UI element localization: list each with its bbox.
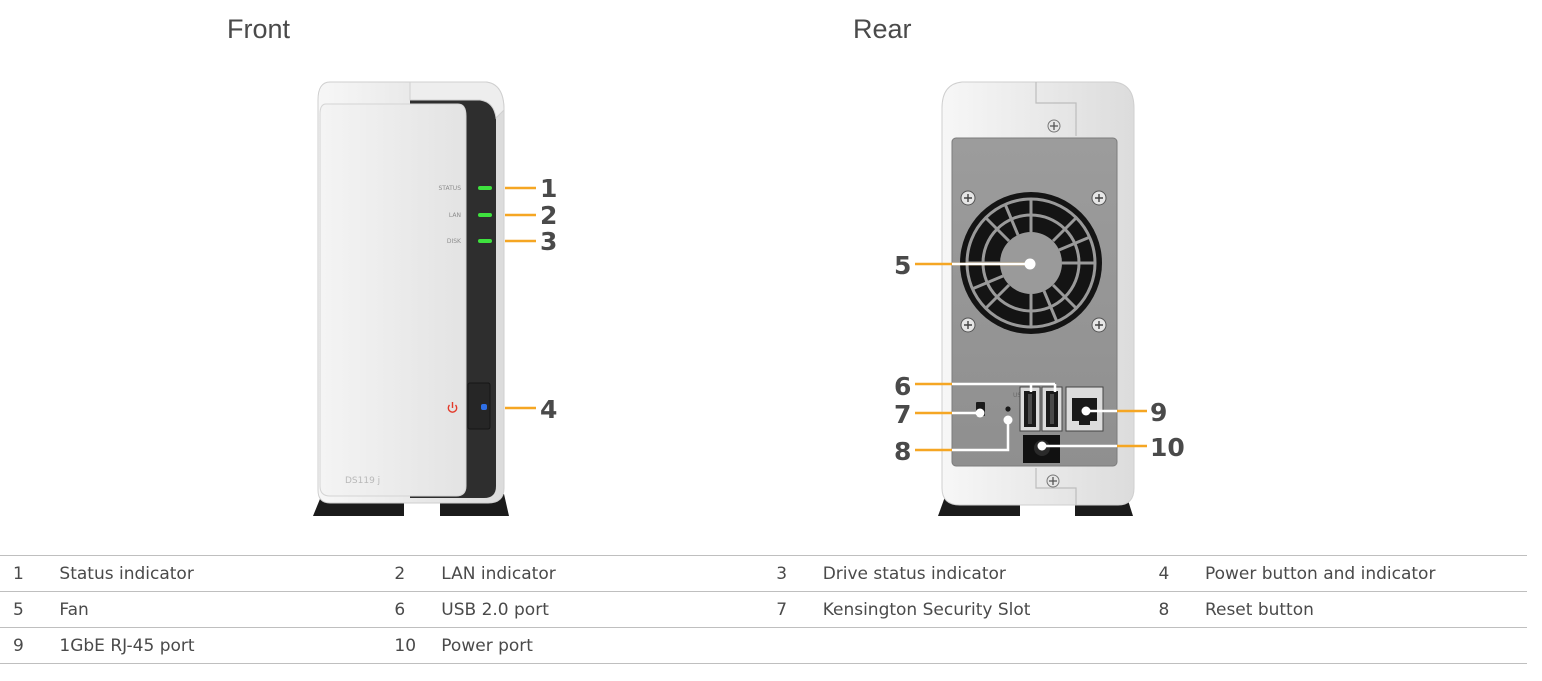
- callout-4: 4: [540, 395, 557, 424]
- status-led: [478, 186, 492, 190]
- legend-number: 7: [763, 591, 823, 628]
- rear-view-title: Rear: [853, 14, 912, 44]
- callout-2: 2: [540, 201, 557, 230]
- callout-1: 1: [540, 174, 557, 203]
- legend-label: Power button and indicator: [1204, 555, 1527, 592]
- legend-number: [763, 627, 823, 664]
- legend-label: Kensington Security Slot: [822, 591, 1146, 628]
- front-view-title: Front: [227, 14, 291, 44]
- front-face: [319, 103, 467, 497]
- disk-led-label: DISK: [447, 238, 462, 245]
- callout-9: 9: [1150, 398, 1167, 427]
- callout-7: 7: [894, 400, 911, 429]
- legend-label: USB 2.0 port: [441, 591, 764, 628]
- legend-number: 3: [763, 555, 823, 592]
- legend-label: 1GbE RJ-45 port: [59, 627, 382, 664]
- legend-number: 9: [0, 627, 60, 664]
- callout-dot-9: [1081, 406, 1091, 416]
- usb-port-left: [1019, 386, 1041, 432]
- legend-label: Drive status indicator: [822, 555, 1146, 592]
- legend-number: 8: [1145, 591, 1205, 628]
- legend-number: [1145, 627, 1205, 664]
- rear-seam-bottom: [1035, 468, 1077, 505]
- callout-8: 8: [894, 437, 911, 466]
- front-device: STATUS LAN DISK DS119 j: [313, 81, 509, 516]
- rj45-port: [1065, 386, 1104, 432]
- hardware-diagram: STATUS LAN DISK DS119 j 1 2 3 4: [313, 81, 1185, 516]
- power-button[interactable]: [467, 382, 491, 430]
- legend-label: Power port: [441, 627, 764, 664]
- usb-port-right: [1041, 386, 1063, 432]
- disk-led: [478, 239, 492, 243]
- callout-6: 6: [894, 372, 911, 401]
- model-label: DS119 j: [345, 476, 380, 486]
- fan-screw-tr: [1091, 190, 1107, 206]
- callout-dot-5: [1024, 258, 1036, 270]
- callout-dot-8: [1003, 415, 1013, 425]
- legend-number: 6: [381, 591, 442, 628]
- legend-label: [1204, 627, 1527, 664]
- legend-number: 4: [1145, 555, 1205, 592]
- fan-screw-bl: [960, 317, 976, 333]
- callout-3: 3: [540, 227, 557, 256]
- legend-label: Status indicator: [59, 555, 382, 592]
- status-led-label: STATUS: [438, 185, 461, 192]
- front-top-lip: [409, 81, 505, 120]
- callout-dot-10: [1037, 441, 1047, 451]
- front-callouts: 1 2 3 4: [505, 174, 557, 424]
- fan-screw-tl: [960, 190, 976, 206]
- shell-screw-top: [1047, 119, 1061, 133]
- legend-row: 9 1GbE RJ-45 port 10 Power port: [0, 627, 1527, 664]
- legend-number: 10: [381, 627, 442, 664]
- reset-button[interactable]: [1005, 406, 1011, 412]
- legend-row: 5 Fan 6 USB 2.0 port 7 Kensington Securi…: [0, 591, 1527, 628]
- legend-label: LAN indicator: [441, 555, 764, 592]
- power-icon: [447, 402, 458, 413]
- legend-number: 5: [0, 591, 60, 628]
- legend-number: 1: [0, 555, 60, 592]
- usb-label: USB: [1013, 392, 1025, 399]
- callout-dot-7: [975, 408, 985, 418]
- shell-screw-bottom: [1046, 474, 1060, 488]
- legend-label: Fan: [59, 591, 382, 628]
- legend-label: Reset button: [1204, 591, 1527, 628]
- rear-seam-top: [1035, 82, 1077, 136]
- component-legend-table: 1 Status indicator 2 LAN indicator 3 Dri…: [0, 555, 1527, 664]
- legend-row: 1 Status indicator 2 LAN indicator 3 Dri…: [0, 555, 1527, 592]
- power-led: [481, 404, 487, 410]
- callout-5: 5: [894, 251, 911, 280]
- lan-led-label: LAN: [449, 212, 461, 219]
- callout-10: 10: [1150, 433, 1185, 462]
- rear-callouts: 5 6 7 8 9 10: [894, 251, 1185, 466]
- legend-label: [822, 627, 1146, 664]
- fan-screw-br: [1091, 317, 1107, 333]
- legend-number: 2: [381, 555, 442, 592]
- lan-led: [478, 213, 492, 217]
